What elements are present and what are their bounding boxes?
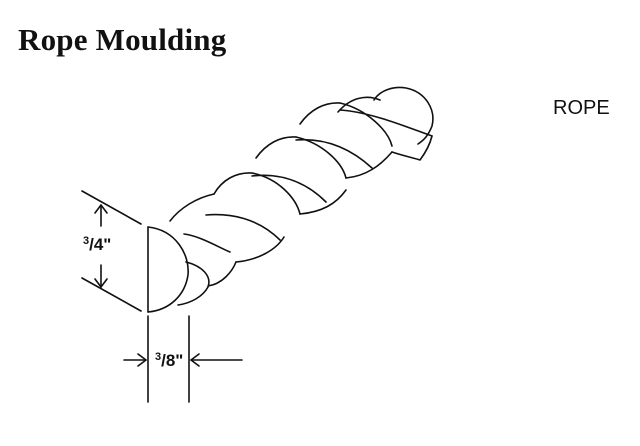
width-dimension-label: 3/8" xyxy=(155,351,184,370)
height-denominator: /4" xyxy=(89,235,112,254)
height-numerator: 3 xyxy=(83,235,90,247)
page-title: Rope Moulding xyxy=(18,22,227,57)
height-dimension-label: 3/4" xyxy=(83,235,112,254)
rope-profile xyxy=(147,226,210,313)
width-dimension xyxy=(123,315,243,403)
rope-strands xyxy=(169,86,434,287)
width-denominator: /8" xyxy=(161,351,184,370)
product-code-label: ROPE xyxy=(553,97,610,119)
height-dimension xyxy=(81,190,142,312)
width-numerator: 3 xyxy=(155,351,162,363)
